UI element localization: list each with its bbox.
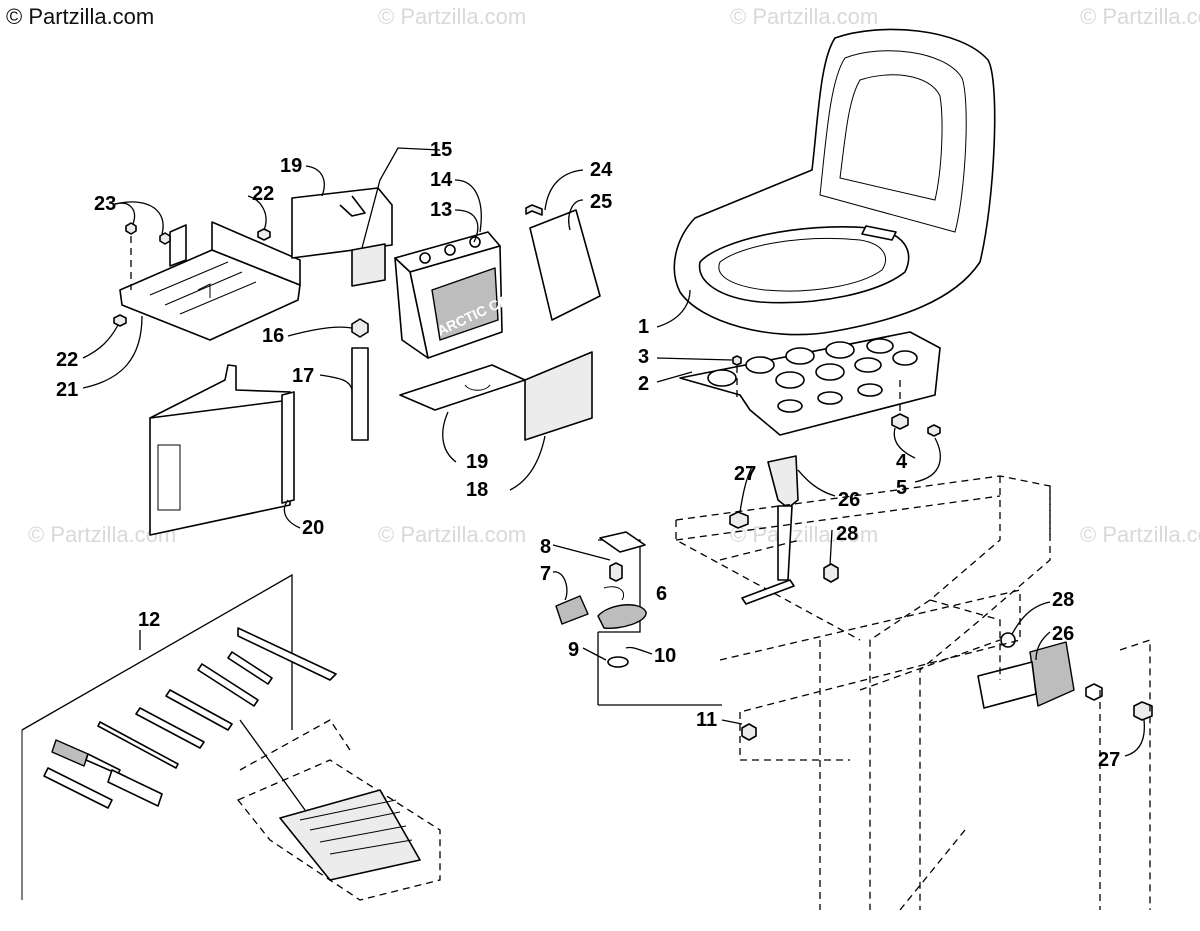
tray-nut[interactable] [257, 228, 271, 241]
battery-nut[interactable] [351, 318, 369, 338]
tray-nut[interactable] [113, 314, 127, 327]
callout-27-side[interactable]: 27 [1098, 749, 1120, 771]
ghost-watermark: © Partzilla.com [730, 522, 879, 547]
callout-19[interactable]: 19 [466, 451, 488, 473]
side-belt-bolt[interactable] [1133, 701, 1153, 721]
insulation-pad-bottom[interactable] [399, 364, 526, 411]
callout-27[interactable]: 27 [734, 463, 756, 485]
callout-3[interactable]: 3 [638, 346, 649, 368]
seat-base-plate[interactable] [679, 331, 941, 436]
callout-26[interactable]: 26 [838, 489, 860, 511]
callout-26-side[interactable]: 26 [1052, 623, 1074, 645]
callout-19-top[interactable]: 19 [280, 155, 302, 177]
tray-bolt[interactable] [159, 232, 171, 245]
callout-18[interactable]: 18 [466, 479, 488, 501]
callout-9[interactable]: 9 [568, 639, 579, 661]
buckle-base[interactable] [597, 604, 647, 629]
belt-nut[interactable] [823, 563, 839, 583]
site-watermark[interactable]: © Partzilla.com [6, 4, 155, 29]
seat-nut[interactable] [891, 413, 909, 430]
callout-11[interactable]: 11 [696, 709, 717, 731]
ghost-watermark: © Partzilla.com [1080, 522, 1200, 547]
battery-tray[interactable] [119, 221, 301, 341]
battery-pad[interactable] [351, 243, 386, 287]
callout-13[interactable]: 13 [430, 199, 452, 221]
callout-10[interactable]: 10 [654, 645, 676, 667]
ghost-watermark: © Partzilla.com [378, 522, 527, 547]
callout-8[interactable]: 8 [540, 536, 551, 558]
tool-kit[interactable] [43, 627, 337, 809]
callout-21[interactable]: 21 [56, 379, 78, 401]
callout-1[interactable]: 1 [638, 316, 649, 338]
battery-box[interactable] [149, 364, 295, 536]
callout-22-top[interactable]: 22 [252, 183, 274, 205]
cover-screw[interactable] [525, 204, 543, 216]
ghost-watermark: © Partzilla.com [378, 4, 527, 29]
tray-bolt[interactable] [125, 222, 137, 235]
callout-24[interactable]: 24 [590, 159, 613, 181]
buckle-clip[interactable] [555, 595, 589, 625]
callout-17[interactable]: 17 [292, 365, 314, 387]
callout-15[interactable]: 15 [430, 139, 452, 161]
rubber-mat[interactable] [524, 351, 593, 441]
callout-6[interactable]: 6 [656, 583, 667, 605]
buckle-bracket[interactable] [599, 531, 646, 553]
seat-bolt[interactable] [927, 424, 941, 437]
callout-20[interactable]: 20 [302, 517, 324, 539]
callout-16[interactable]: 16 [262, 325, 284, 347]
buckle-washer[interactable] [607, 656, 629, 668]
frame-nut[interactable] [741, 723, 757, 741]
seat-belt-upper[interactable] [767, 455, 799, 509]
battery-cover[interactable] [529, 209, 601, 321]
callout-14[interactable]: 14 [430, 169, 453, 191]
belt-bolt[interactable] [729, 511, 749, 529]
ghost-watermark: © Partzilla.com [1080, 4, 1200, 29]
battery[interactable]: ARCTIC CAT [394, 231, 518, 359]
callout-28-side[interactable]: 28 [1052, 589, 1074, 611]
insulation-pad-top[interactable] [291, 187, 393, 259]
side-belt-bushing[interactable] [1085, 683, 1103, 701]
battery-vent-tube[interactable] [351, 347, 369, 441]
seat-screw[interactable] [732, 355, 742, 366]
callout-4[interactable]: 4 [896, 451, 908, 473]
callout-23[interactable]: 23 [94, 193, 116, 215]
seat-part[interactable] [673, 28, 996, 336]
buckle-bolt[interactable] [609, 562, 623, 582]
vehicle-frame [239, 475, 1151, 911]
frame-pin[interactable] [741, 579, 795, 605]
tool-tray[interactable] [279, 789, 421, 881]
callout-28[interactable]: 28 [836, 523, 858, 545]
callout-7[interactable]: 7 [540, 563, 551, 585]
callout-12[interactable]: 12 [138, 609, 160, 631]
callout-2[interactable]: 2 [638, 373, 649, 395]
callout-25[interactable]: 25 [590, 191, 612, 213]
callout-22[interactable]: 22 [56, 349, 78, 371]
callout-5[interactable]: 5 [896, 477, 907, 499]
ghost-watermark: © Partzilla.com [730, 4, 879, 29]
